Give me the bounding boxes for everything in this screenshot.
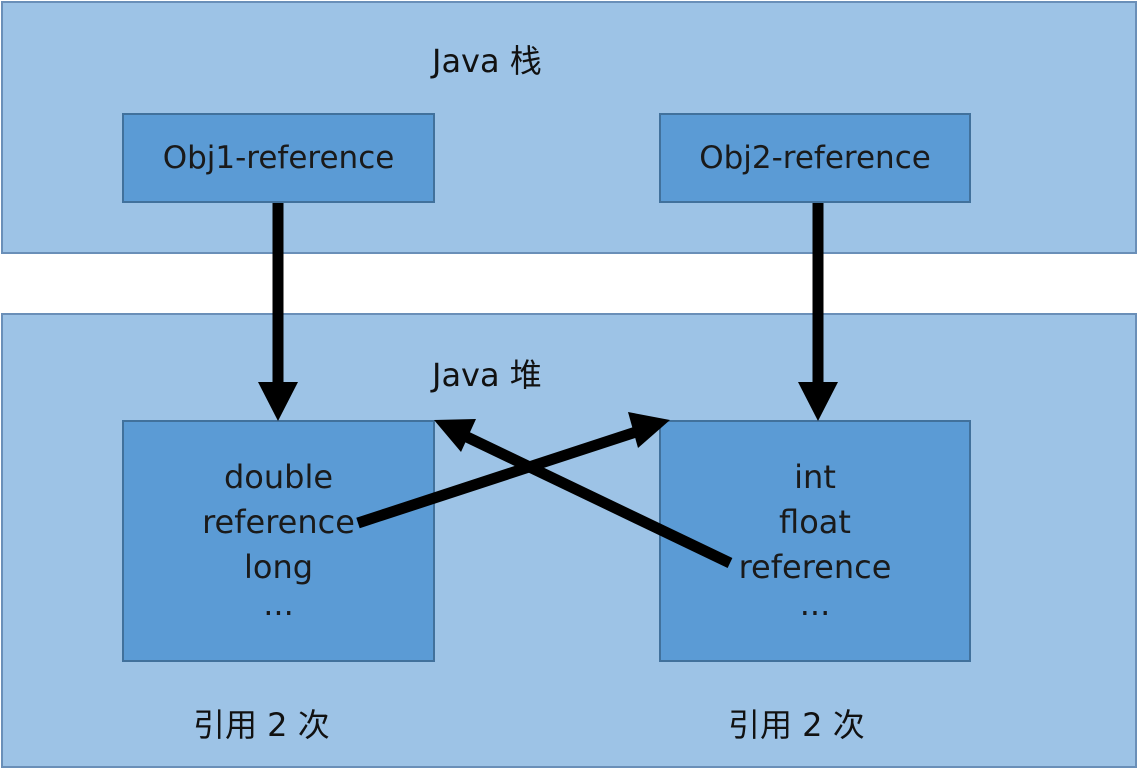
obj1-reference-box: Obj1-reference <box>122 113 435 203</box>
obj1-field-long: long <box>243 548 314 586</box>
obj1-reference-label: Obj1-reference <box>162 140 395 176</box>
arrowhead-down-left <box>258 382 298 421</box>
arrow-obj1-reference-to-obj2 <box>356 426 638 529</box>
obj1-field-double: double <box>223 458 334 496</box>
obj1-reference-count: 引用 2 次 <box>193 706 330 744</box>
obj2-field-int: int <box>794 458 836 496</box>
obj1-field-reference: reference <box>202 503 355 541</box>
obj2-reference-count: 引用 2 次 <box>728 706 865 744</box>
obj1-field-ellipsis: ... <box>263 585 294 623</box>
obj2-field-float: float <box>779 503 851 541</box>
obj2-reference-label: Obj2-reference <box>699 140 931 176</box>
obj1-instance-box: double reference long ... <box>122 420 435 662</box>
arrowhead-to-obj1 <box>434 419 476 452</box>
obj2-instance-box: int float reference ... <box>659 420 971 662</box>
arrowhead-to-obj2 <box>628 412 670 448</box>
arrowhead-down-right <box>798 382 838 421</box>
java-heap-title: Java 堆 <box>432 356 542 394</box>
obj2-field-ellipsis: ... <box>799 585 831 623</box>
obj2-reference-box: Obj2-reference <box>659 113 971 203</box>
arrow-obj2-reference-to-obj1 <box>464 432 733 568</box>
obj2-field-reference: reference <box>738 548 892 586</box>
java-stack-title: Java 栈 <box>432 42 542 80</box>
